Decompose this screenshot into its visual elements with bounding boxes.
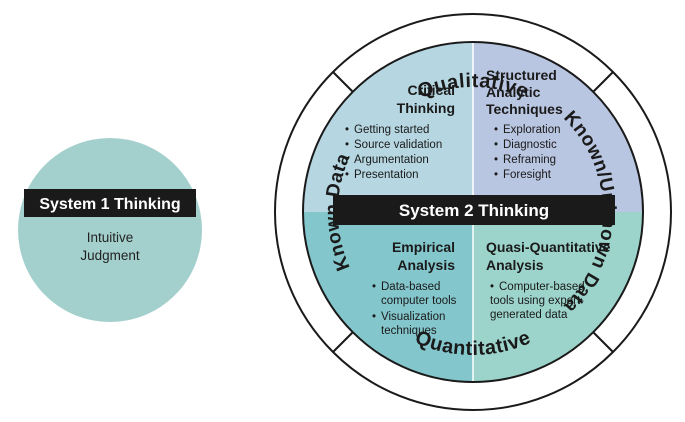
critical-item: Presentation <box>354 169 419 181</box>
bullet: • <box>345 154 349 166</box>
quasi-title-line1: Quasi-Quantitative <box>486 239 611 255</box>
bullet: • <box>490 281 494 293</box>
structured-title-line1: Structured <box>486 67 557 83</box>
bullet: • <box>372 311 376 323</box>
structured-item: Foresight <box>503 169 552 181</box>
quasi-title-line2: Analysis <box>486 257 544 273</box>
critical-list: • Getting started • Source validation • … <box>345 124 442 181</box>
system1-line2: Judgment <box>80 248 140 263</box>
quasi-list: • Computer-based tools using expert- gen… <box>490 281 585 321</box>
system2-banner <box>333 195 615 225</box>
structured-item: Exploration <box>503 124 561 136</box>
structured-item: Reframing <box>503 154 556 166</box>
bullet: • <box>345 139 349 151</box>
inner-circle-border <box>302 41 644 383</box>
quasi-item-line: tools using expert- <box>490 295 584 307</box>
ring-separator-bottom-right <box>592 331 614 353</box>
quasi-item-line: Computer-based <box>499 281 585 293</box>
system1-circle <box>18 138 202 322</box>
bullet: • <box>494 124 498 136</box>
bullet: • <box>494 139 498 151</box>
critical-item: Argumentation <box>354 154 429 166</box>
empirical-title-line1: Empirical <box>392 239 455 255</box>
bullet: • <box>345 169 349 181</box>
ring-separator-top-left <box>332 71 354 93</box>
system1-banner <box>24 189 196 217</box>
structured-list: • Exploration • Diagnostic • Reframing •… <box>494 124 561 181</box>
bullet: • <box>494 154 498 166</box>
critical-title-line1: Critical <box>408 82 455 98</box>
empirical-list: • Data-based computer tools • Visualizat… <box>372 281 457 337</box>
ring-separator-bottom-left <box>332 331 354 353</box>
ring-separator-top-right <box>592 71 614 93</box>
structured-item: Diagnostic <box>503 139 557 151</box>
structured-title-line2: Analytic <box>486 84 541 100</box>
empirical-item-line: computer tools <box>381 295 457 307</box>
empirical-title-line2: Analysis <box>397 257 455 273</box>
system1-title: System 1 Thinking <box>39 196 180 213</box>
empirical-item-line: Data-based <box>381 281 440 293</box>
bullet: • <box>345 124 349 136</box>
system1-line1: Intuitive <box>87 230 134 245</box>
critical-item: Getting started <box>354 124 429 136</box>
empirical-item-line: Visualization <box>381 311 445 323</box>
empirical-item-line: techniques <box>381 325 437 337</box>
structured-title-line3: Techniques <box>486 101 563 117</box>
bullet: • <box>372 281 376 293</box>
bullet: • <box>494 169 498 181</box>
critical-item: Source validation <box>354 139 442 151</box>
system2-title: System 2 Thinking <box>399 201 549 220</box>
quasi-item-line: generated data <box>490 309 568 321</box>
critical-title-line2: Thinking <box>397 100 455 116</box>
